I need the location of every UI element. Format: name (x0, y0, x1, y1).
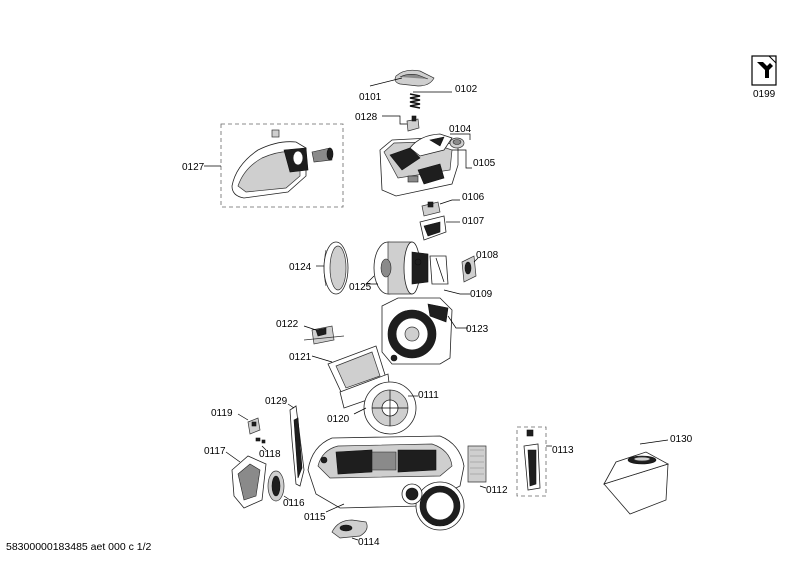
part-filter-disc (323, 241, 349, 295)
part-label-0109: 0109 (470, 289, 493, 300)
wrench-document-icon (751, 55, 777, 86)
part-pin-0118 (255, 437, 266, 444)
part-pedal-0114 (331, 519, 368, 539)
part-dust-bag-holder (523, 429, 541, 491)
part-clip-0106 (421, 201, 441, 217)
part-label-0128: 0128 (355, 112, 378, 123)
part-hose-socket (231, 455, 267, 509)
part-latch-0119 (247, 417, 261, 435)
document-id: 58300000183485 aet 000 c 1/2 (6, 541, 152, 553)
part-label-0114: 0114 (358, 537, 380, 548)
part-round-filter (363, 381, 417, 435)
part-label-0118: 0118 (259, 449, 281, 460)
part-handheld-module (231, 129, 334, 199)
part-label-0117: 0117 (204, 446, 226, 457)
part-label-0127: 0127 (182, 162, 205, 173)
part-ring-0116 (267, 470, 285, 502)
part-label-0115: 0115 (304, 512, 326, 523)
part-label-0101: 0101 (359, 92, 382, 103)
part-label-0121: 0121 (289, 352, 312, 363)
part-release-button (406, 115, 420, 132)
part-label-0122: 0122 (276, 319, 299, 330)
part-dust-bag (603, 451, 670, 515)
part-label-0105: 0105 (473, 158, 496, 169)
part-label-0120: 0120 (327, 414, 350, 425)
part-strip-0129 (289, 405, 305, 487)
part-label-0124: 0124 (289, 262, 312, 273)
part-grommet-0108 (461, 255, 477, 283)
part-label-0107: 0107 (462, 216, 485, 227)
part-label-0106: 0106 (462, 192, 485, 203)
part-cord-knob (449, 137, 465, 149)
part-label-0113: 0113 (552, 445, 574, 456)
part-cord-connector (303, 325, 345, 345)
part-label-0102: 0102 (455, 84, 478, 95)
part-label-0116: 0116 (283, 498, 305, 509)
part-motor-housing (381, 297, 453, 365)
part-label-0112: 0112 (486, 485, 508, 496)
part-group-0127-box (220, 123, 344, 208)
part-label-0129: 0129 (265, 396, 288, 407)
part-motor (373, 241, 429, 295)
part-holder-0107 (419, 215, 447, 241)
part-label-0199: 0199 (753, 89, 776, 100)
part-label-0108: 0108 (476, 250, 499, 261)
part-label-0119: 0119 (211, 408, 233, 419)
part-lid-frame (327, 345, 391, 409)
part-label-0123: 0123 (466, 324, 489, 335)
part-flat-filter (467, 445, 487, 483)
part-handle-cap (394, 69, 435, 87)
part-spring (409, 93, 421, 109)
part-label-0104: 0104 (449, 124, 472, 135)
part-group-0113-box (516, 426, 547, 497)
part-label-0125: 0125 (349, 282, 372, 293)
part-label-0111: 0111 (418, 390, 439, 401)
part-bracket-0109 (429, 255, 449, 285)
part-label-0130: 0130 (670, 434, 693, 445)
part-upper-housing (379, 133, 459, 197)
part-main-body (307, 435, 465, 531)
